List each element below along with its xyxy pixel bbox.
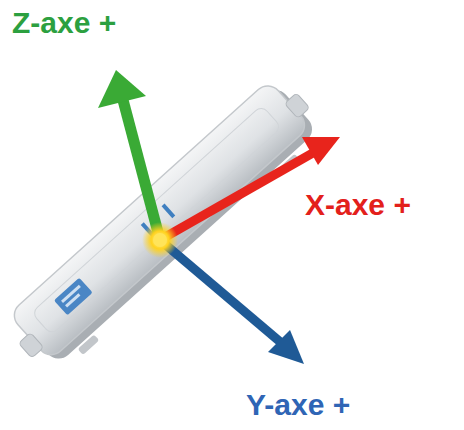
origin-point — [142, 222, 178, 258]
axis-label: Z-axe + — [12, 6, 116, 39]
axis-label: X-axe + — [305, 188, 411, 221]
sensor-housing — [0, 72, 331, 382]
axis-arrows — [98, 70, 340, 364]
axis-label: Y-axe + — [246, 388, 350, 421]
label-sticker — [54, 278, 93, 316]
